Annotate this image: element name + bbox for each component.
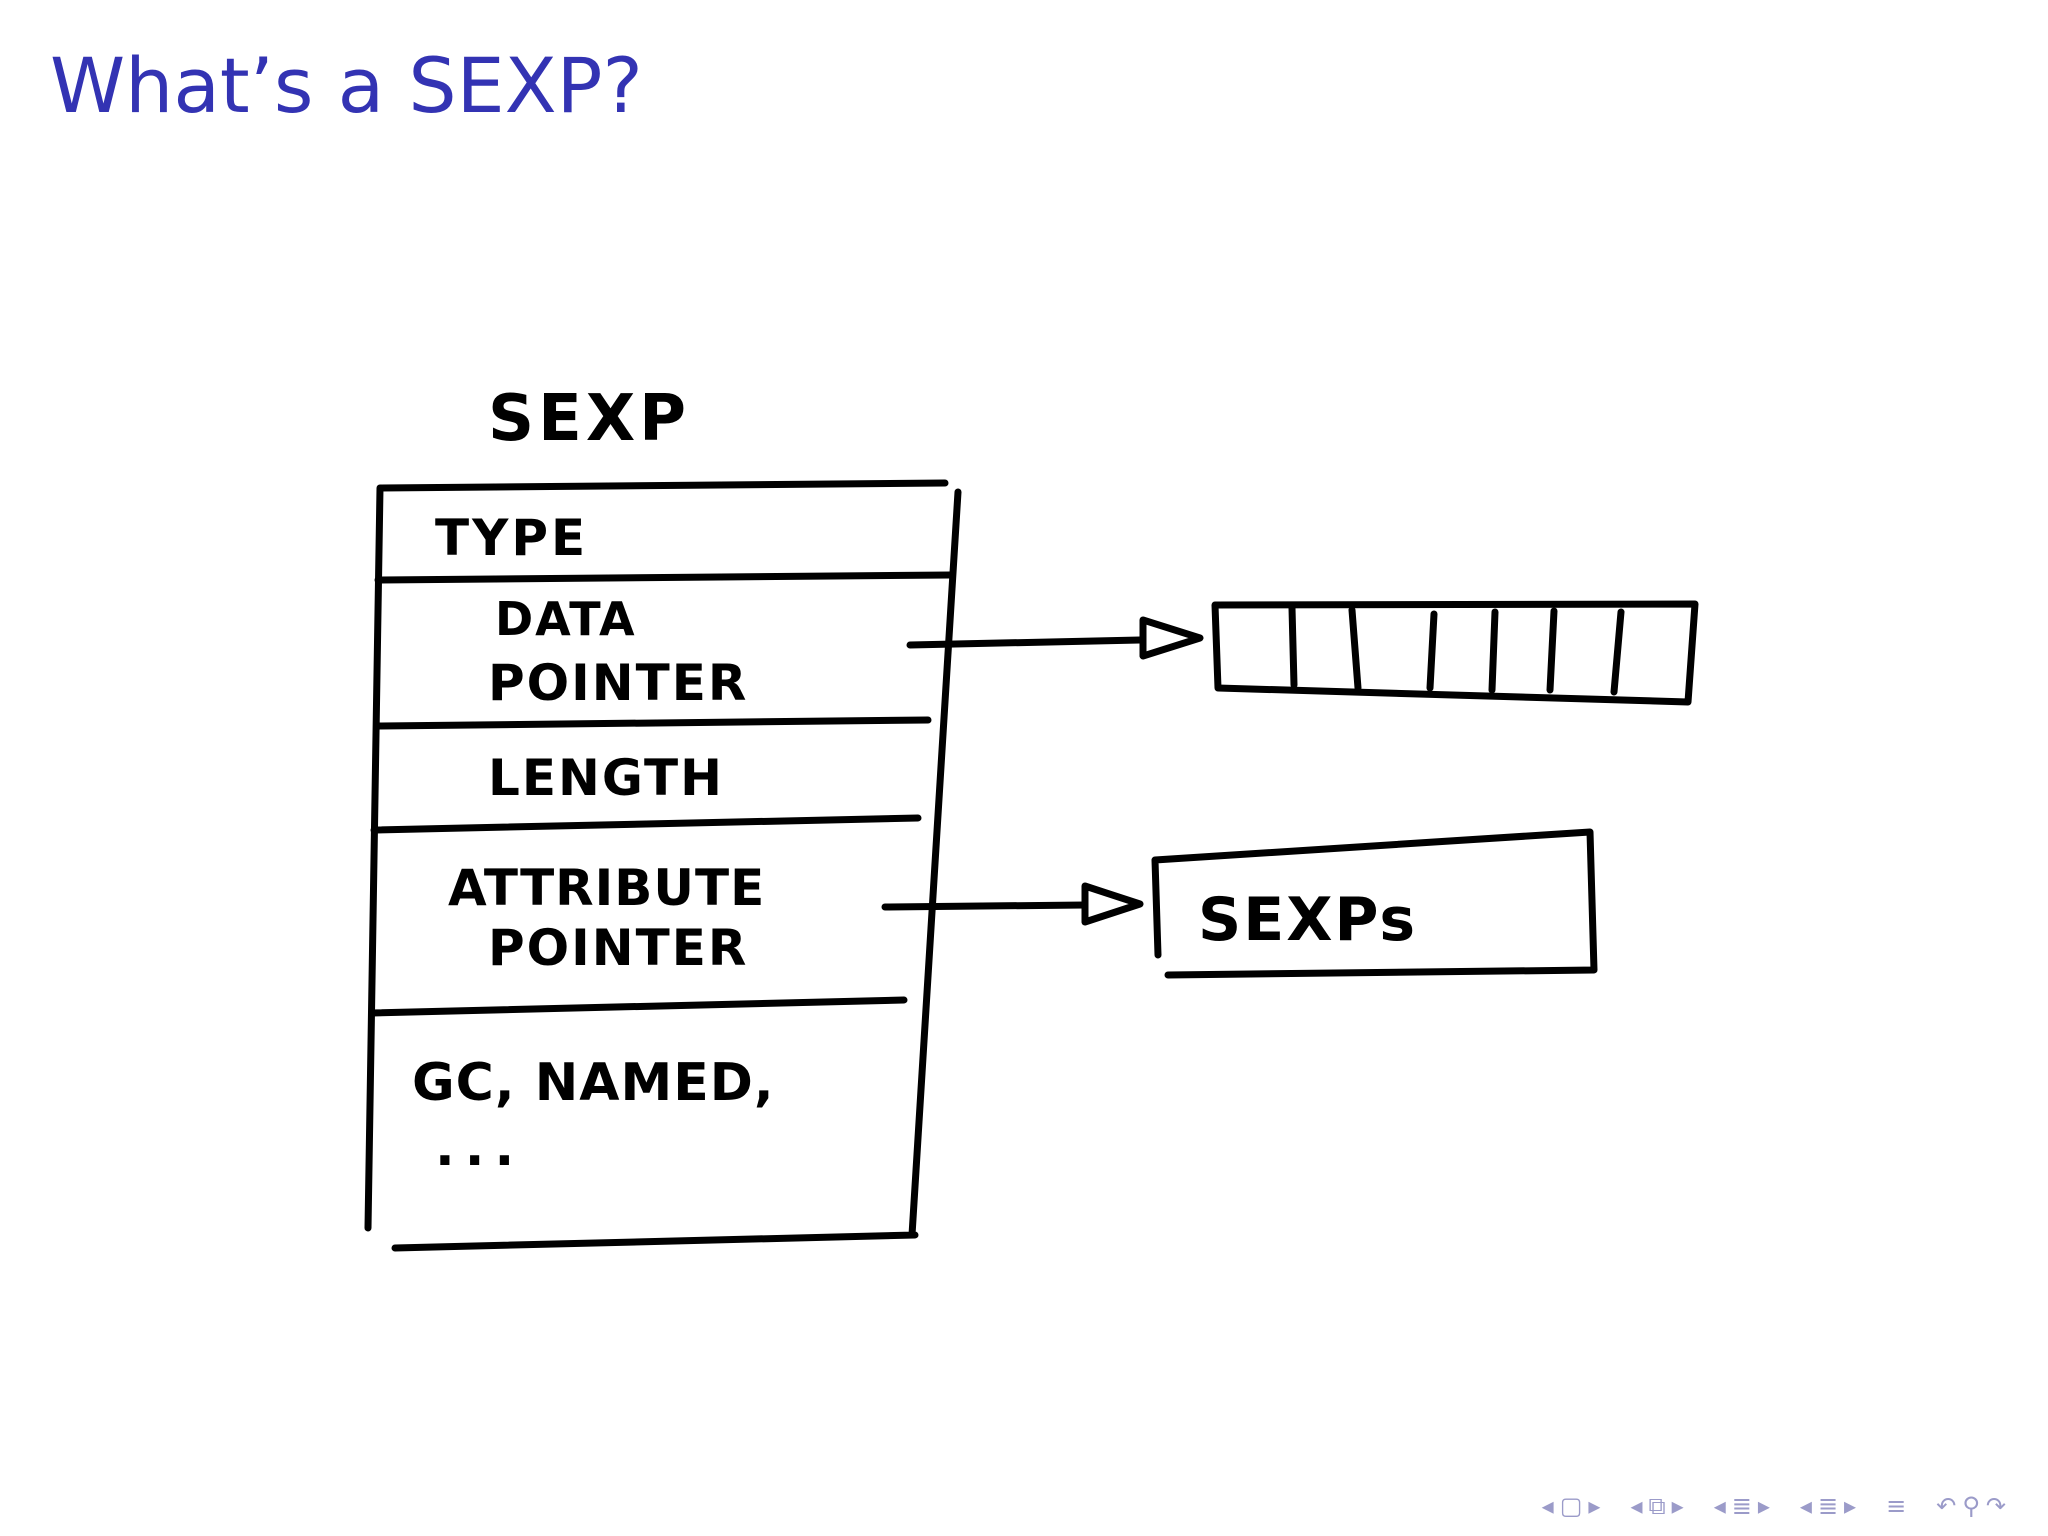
- data-pointer-arrow-head: [1139, 616, 1204, 660]
- attribute-target-box: [1151, 828, 1598, 979]
- field-attribute-pointer-label-line1: ATTRIBUTE: [448, 859, 765, 917]
- field-divider-2: [374, 716, 932, 730]
- nav-search-back-icon[interactable]: ↶: [1936, 1492, 1957, 1520]
- field-gc-named-label-line2: ...: [435, 1118, 524, 1178]
- data-array-box: [1211, 600, 1699, 706]
- field-divider-4: [368, 996, 908, 1017]
- data-array-cell-divider: [1546, 607, 1558, 694]
- field-attribute-pointer-label-line2: POINTER: [488, 919, 748, 977]
- data-array-cell-divider: [1426, 610, 1438, 692]
- attribute-pointer-arrow-line: [881, 901, 1089, 911]
- nav-prev-arrow-icon[interactable]: ◂: [1799, 1492, 1812, 1520]
- field-data-pointer-label-line2: POINTER: [488, 654, 748, 712]
- nav-next-arrow-icon[interactable]: ▸: [1844, 1492, 1857, 1520]
- nav-search-forward-icon[interactable]: ↷: [1985, 1492, 2006, 1520]
- nav-frame-icon[interactable]: ▢: [1559, 1492, 1583, 1520]
- nav-next-arrow-icon[interactable]: ▸: [1588, 1492, 1601, 1520]
- data-array-cell-divider: [1488, 608, 1499, 694]
- sexp-struct-label: SEXP: [488, 382, 690, 456]
- nav-presentation-icon[interactable]: ≣: [1817, 1492, 1839, 1520]
- field-divider-3: [370, 814, 922, 834]
- attribute-pointer-arrow-head: [1081, 882, 1144, 926]
- beamer-navigation-bar: ◂ ▢ ▸ ◂ ⧉ ▸ ◂ ≣ ▸ ◂ ≣ ▸ ≡ ↶ ⚲ ↷: [1542, 1486, 2028, 1526]
- nav-subsection-group: ◂ ⧉ ▸: [1630, 1494, 1683, 1518]
- nav-search-icon[interactable]: ⚲: [1962, 1492, 1980, 1520]
- nav-section-group: ◂ ≣ ▸: [1714, 1494, 1770, 1518]
- data-pointer-arrow-line: [906, 636, 1144, 649]
- nav-align-group: ≡: [1886, 1494, 1906, 1518]
- field-length-label: LENGTH: [488, 749, 724, 807]
- data-array-cell-divider: [1348, 606, 1362, 692]
- data-array-cell-divider: [1610, 608, 1625, 696]
- field-type-label: TYPE: [435, 509, 588, 567]
- data-array-cell-divider: [1288, 604, 1298, 689]
- nav-align-icon[interactable]: ≡: [1886, 1492, 1907, 1520]
- field-gc-named-label-line1: GC, NAMED,: [412, 1053, 775, 1113]
- sexp-struct-box: [364, 479, 962, 1252]
- nav-section-icon[interactable]: ≣: [1731, 1492, 1752, 1520]
- nav-prev-arrow-icon[interactable]: ◂: [1630, 1492, 1643, 1520]
- slide-title: What’s a SEXP?: [50, 41, 643, 130]
- nav-subsection-icon[interactable]: ⧉: [1648, 1492, 1666, 1520]
- nav-next-arrow-icon[interactable]: ▸: [1671, 1492, 1684, 1520]
- nav-presentation-group: ◂ ≣ ▸: [1800, 1494, 1856, 1518]
- field-divider-1: [374, 571, 954, 584]
- nav-prev-arrow-icon[interactable]: ◂: [1713, 1492, 1726, 1520]
- attribute-target-label: SEXPs: [1198, 885, 1417, 955]
- nav-frame-group: ◂ ▢ ▸: [1542, 1494, 1601, 1518]
- field-data-pointer-label-line1: DATA: [495, 592, 637, 646]
- nav-prev-arrow-icon[interactable]: ◂: [1541, 1492, 1554, 1520]
- nav-search-group: ↶ ⚲ ↷: [1936, 1494, 2006, 1518]
- nav-next-arrow-icon[interactable]: ▸: [1757, 1492, 1770, 1520]
